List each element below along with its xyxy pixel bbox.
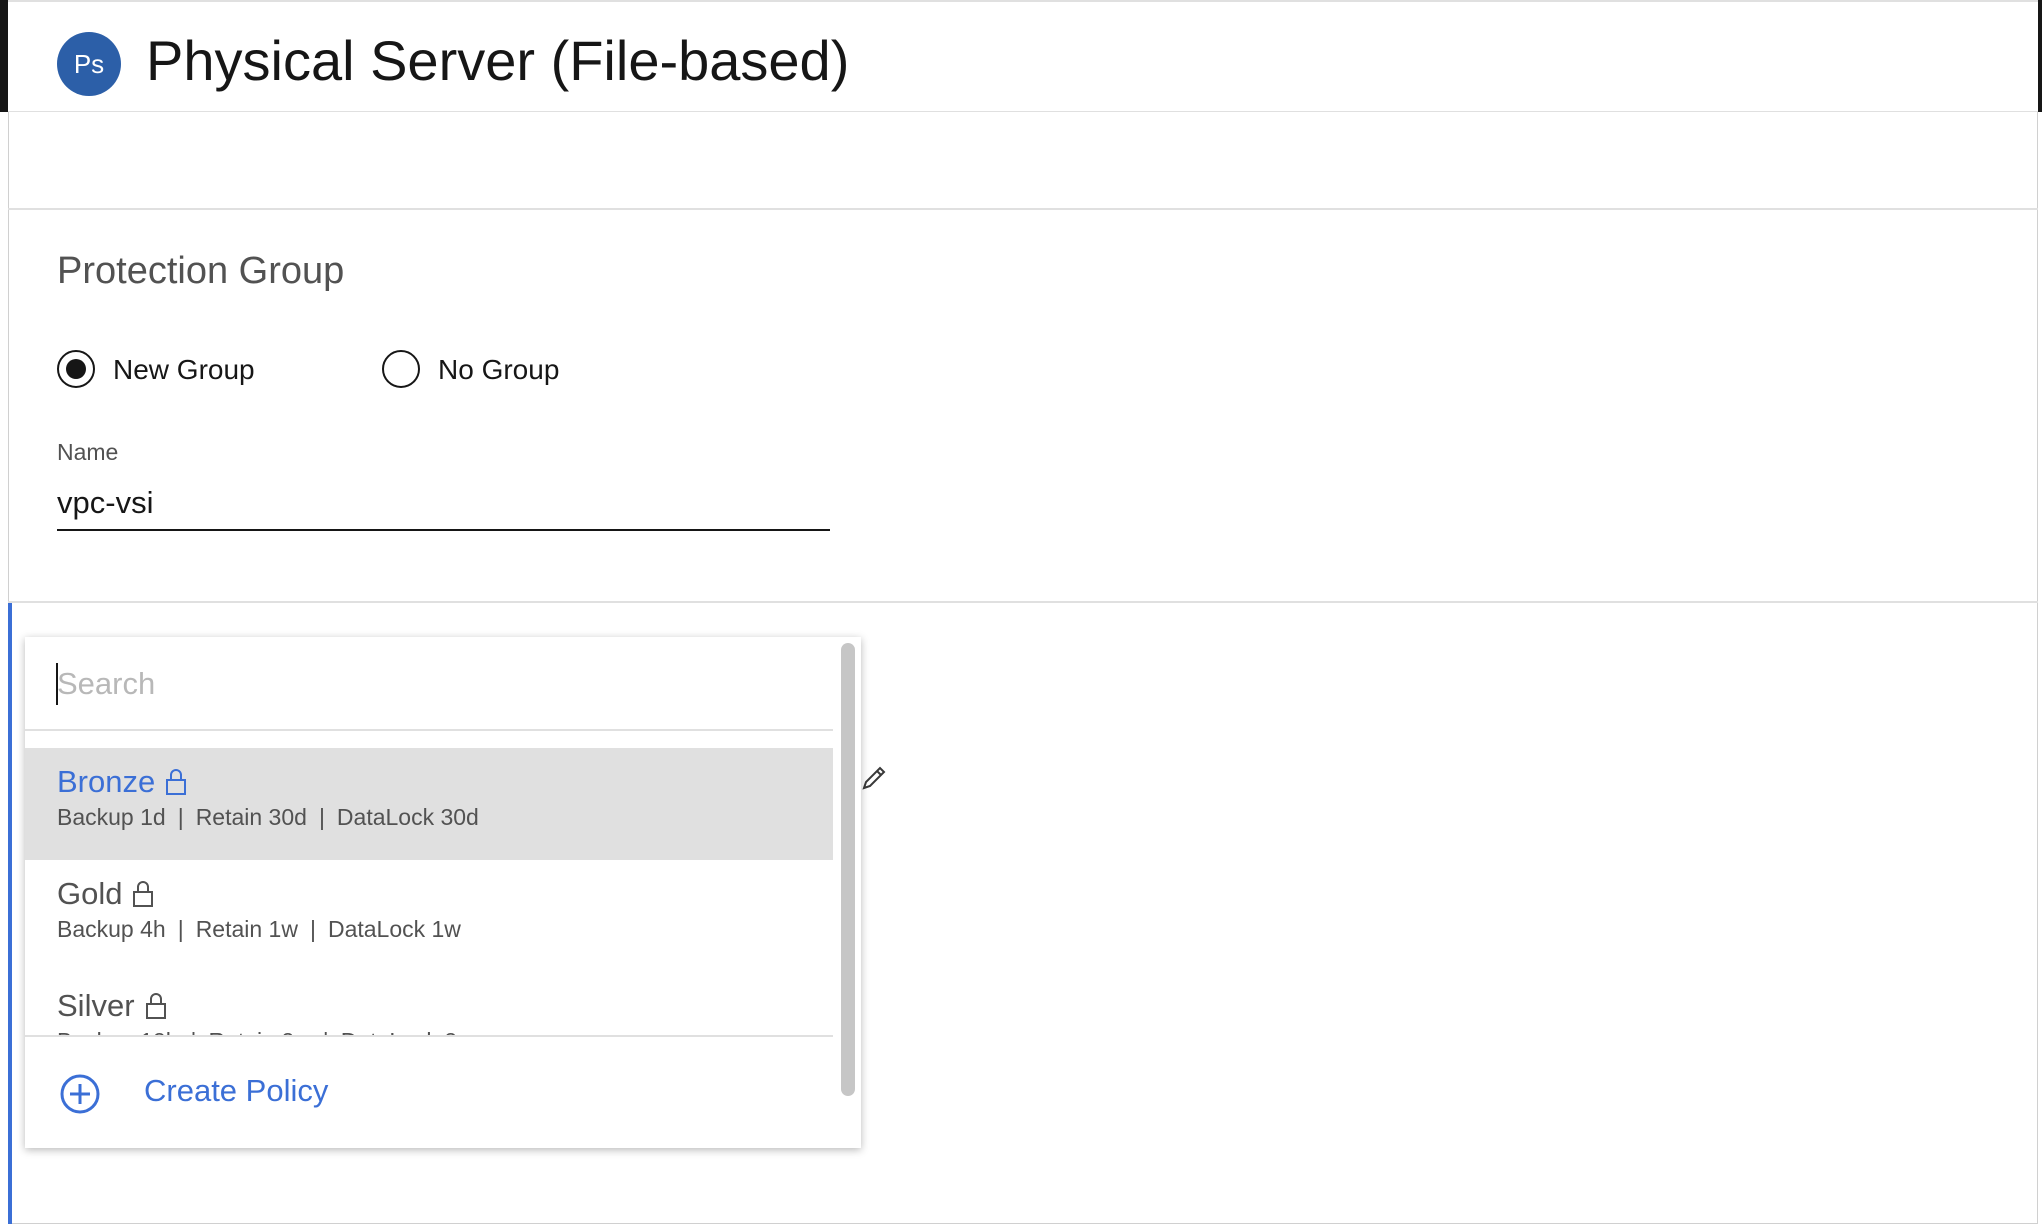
radio-new-group[interactable] [57,350,95,388]
policy-datalock: DataLock 1w [327,916,461,942]
section-title: Protection Group [57,250,345,292]
left-edge [0,0,8,112]
lock-icon [133,881,154,907]
radio-selected-dot [66,359,86,379]
page-header [8,0,2038,112]
policy-datalock: DataLock 30d [336,804,479,830]
right-edge [2038,0,2042,112]
text-cursor [56,663,58,705]
policy-dropdown: Bronze Backup 1d | Retain 30d | DataLock 30d… [25,637,861,1148]
page-title: Physical Server (File-based) [146,29,850,92]
avatar: Ps [57,32,121,96]
policy-backup: Backup 4h [57,916,166,942]
divider [8,601,2038,603]
separator: | [177,916,184,942]
policy-option-bronze[interactable]: Bronze Backup 1d | Retain 30d | DataLock 30d [25,748,833,860]
radio-no-group-label[interactable]: No Group [438,354,560,385]
dropdown-scrollbar[interactable] [841,643,855,1096]
policy-name: Silver [57,988,135,1023]
policy-name: Bronze [57,764,156,799]
add-circle-icon [60,1074,100,1114]
policy-retain: Retain 1w [195,916,298,942]
policy-name: Gold [57,876,123,911]
name-field-label: Name [57,439,119,465]
name-input[interactable] [57,477,830,531]
policy-option-gold[interactable]: Gold Backup 4h | Retain 1w | DataLock 1w [25,860,833,972]
lock-icon [166,769,187,795]
separator: | [177,804,184,830]
policy-list: Bronze Backup 1d | Retain 30d | DataLock 30d… [25,748,833,1048]
lock-icon [145,993,166,1019]
policy-name-row: Bronze [57,764,187,800]
create-policy-button[interactable]: Create Policy [25,1035,833,1148]
policy-retain: Retain 30d [195,804,307,830]
policy-backup: Backup 1d [57,804,166,830]
radio-new-group-label[interactable]: New Group [113,354,255,385]
create-policy-label: Create Policy [144,1073,329,1108]
policy-name-row: Gold [57,876,154,912]
active-section-indicator [8,603,12,1224]
search-input[interactable] [57,661,817,707]
radio-no-group[interactable] [382,350,420,388]
policy-details: Backup 1d | Retain 30d | DataLock 30d [57,804,479,831]
edit-icon[interactable] [858,762,890,794]
separator: | [309,916,316,942]
policy-details: Backup 4h | Retain 1w | DataLock 1w [57,916,461,943]
separator: | [318,804,325,830]
search-area [25,637,833,731]
divider [8,208,2038,210]
policy-name-row: Silver [57,988,167,1024]
